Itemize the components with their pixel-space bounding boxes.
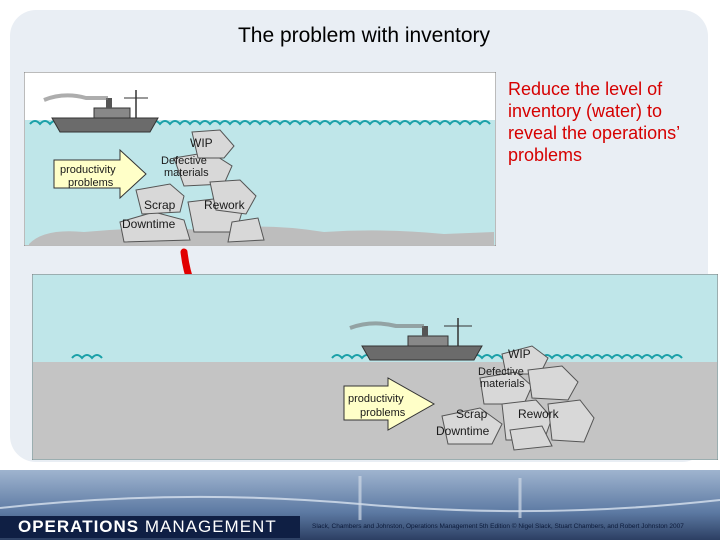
rock-label-rework: Rework	[518, 407, 560, 421]
scene-low-inventory: WIP Defective materials Scrap Rework Dow…	[32, 274, 718, 460]
rock-label-wip: WIP	[190, 136, 213, 150]
rock-label-defective: Defective	[161, 155, 207, 167]
rock-label-materials: materials	[164, 167, 209, 179]
slide-title: The problem with inventory	[237, 24, 491, 47]
rock-label-downtime: Downtime	[436, 424, 490, 438]
arrow-label-line1: productivity	[60, 164, 116, 176]
explanation-note: Reduce the level of inventory (water) to…	[508, 79, 680, 165]
productivity-problems-arrow	[343, 377, 436, 431]
footer-credit: Slack, Chambers and Johnston, Operations…	[312, 523, 684, 530]
rock-pile	[441, 345, 595, 451]
rock-label-defective: Defective	[478, 366, 524, 378]
arrow-label-line2: problems	[68, 177, 114, 189]
rock-label-materials: materials	[480, 378, 525, 390]
rock-pile	[119, 129, 265, 243]
rock-label-rework: Rework	[204, 198, 246, 212]
brand-light: MANAGEMENT	[139, 517, 277, 536]
rock-label-scrap: Scrap	[144, 198, 176, 212]
rock-label-scrap: Scrap	[456, 407, 488, 421]
scene-high-inventory: WIP Defective materials Scrap Rework Dow…	[24, 72, 496, 246]
productivity-problems-arrow	[53, 148, 147, 200]
rock-label-wip: WIP	[508, 347, 531, 361]
ship-icon	[43, 90, 159, 133]
arrow-label-line1: productivity	[348, 393, 404, 405]
arrow-label-line2: problems	[360, 407, 406, 419]
brand-bold: OPERATIONS	[18, 517, 140, 536]
ship-icon	[349, 318, 483, 361]
rock-label-downtime: Downtime	[122, 217, 176, 231]
brand-logo: OPERATIONS MANAGEMENT	[0, 516, 300, 538]
